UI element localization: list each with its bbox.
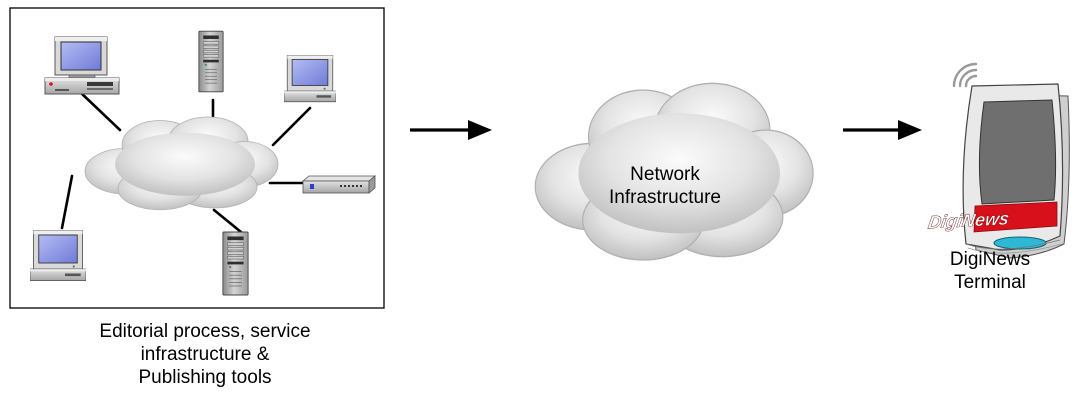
editorial-caption-line: Publishing tools xyxy=(138,367,272,388)
link-desktop xyxy=(78,90,122,132)
editorial-network-group xyxy=(9,7,385,309)
link-server-bottom xyxy=(212,208,243,234)
network-cloud-label: Network Infrastructure xyxy=(570,163,760,209)
link-monitor-left xyxy=(60,174,74,230)
monitor-right-icon xyxy=(284,54,336,103)
arrow-right-icon xyxy=(410,120,492,140)
terminal-caption-line: DigiNews xyxy=(949,249,1031,270)
monitor-left-icon xyxy=(30,230,86,281)
network-cloud-label-line: Network xyxy=(630,164,700,185)
arrow-right-icon-2 xyxy=(843,120,922,140)
wireless-signal-icon xyxy=(952,62,978,88)
editorial-caption-line: Editorial process, service xyxy=(99,321,311,342)
link-monitor-right xyxy=(271,106,312,147)
e-paper-terminal-icon: DigiNews xyxy=(927,83,1070,259)
tower-server-icon xyxy=(198,30,224,93)
editorial-caption: Editorial process, service infrastructur… xyxy=(40,320,370,389)
network-cloud-label-line: Infrastructure xyxy=(609,187,721,208)
terminal-caption-line: Terminal xyxy=(954,272,1026,293)
terminal-caption: DigiNews Terminal xyxy=(935,248,1045,294)
tower-server-bottom-icon xyxy=(222,231,249,296)
terminal-brand-text: DigiNews xyxy=(927,208,1011,232)
editorial-caption-line: infrastructure & xyxy=(140,344,270,365)
network-switch-icon xyxy=(301,175,377,194)
